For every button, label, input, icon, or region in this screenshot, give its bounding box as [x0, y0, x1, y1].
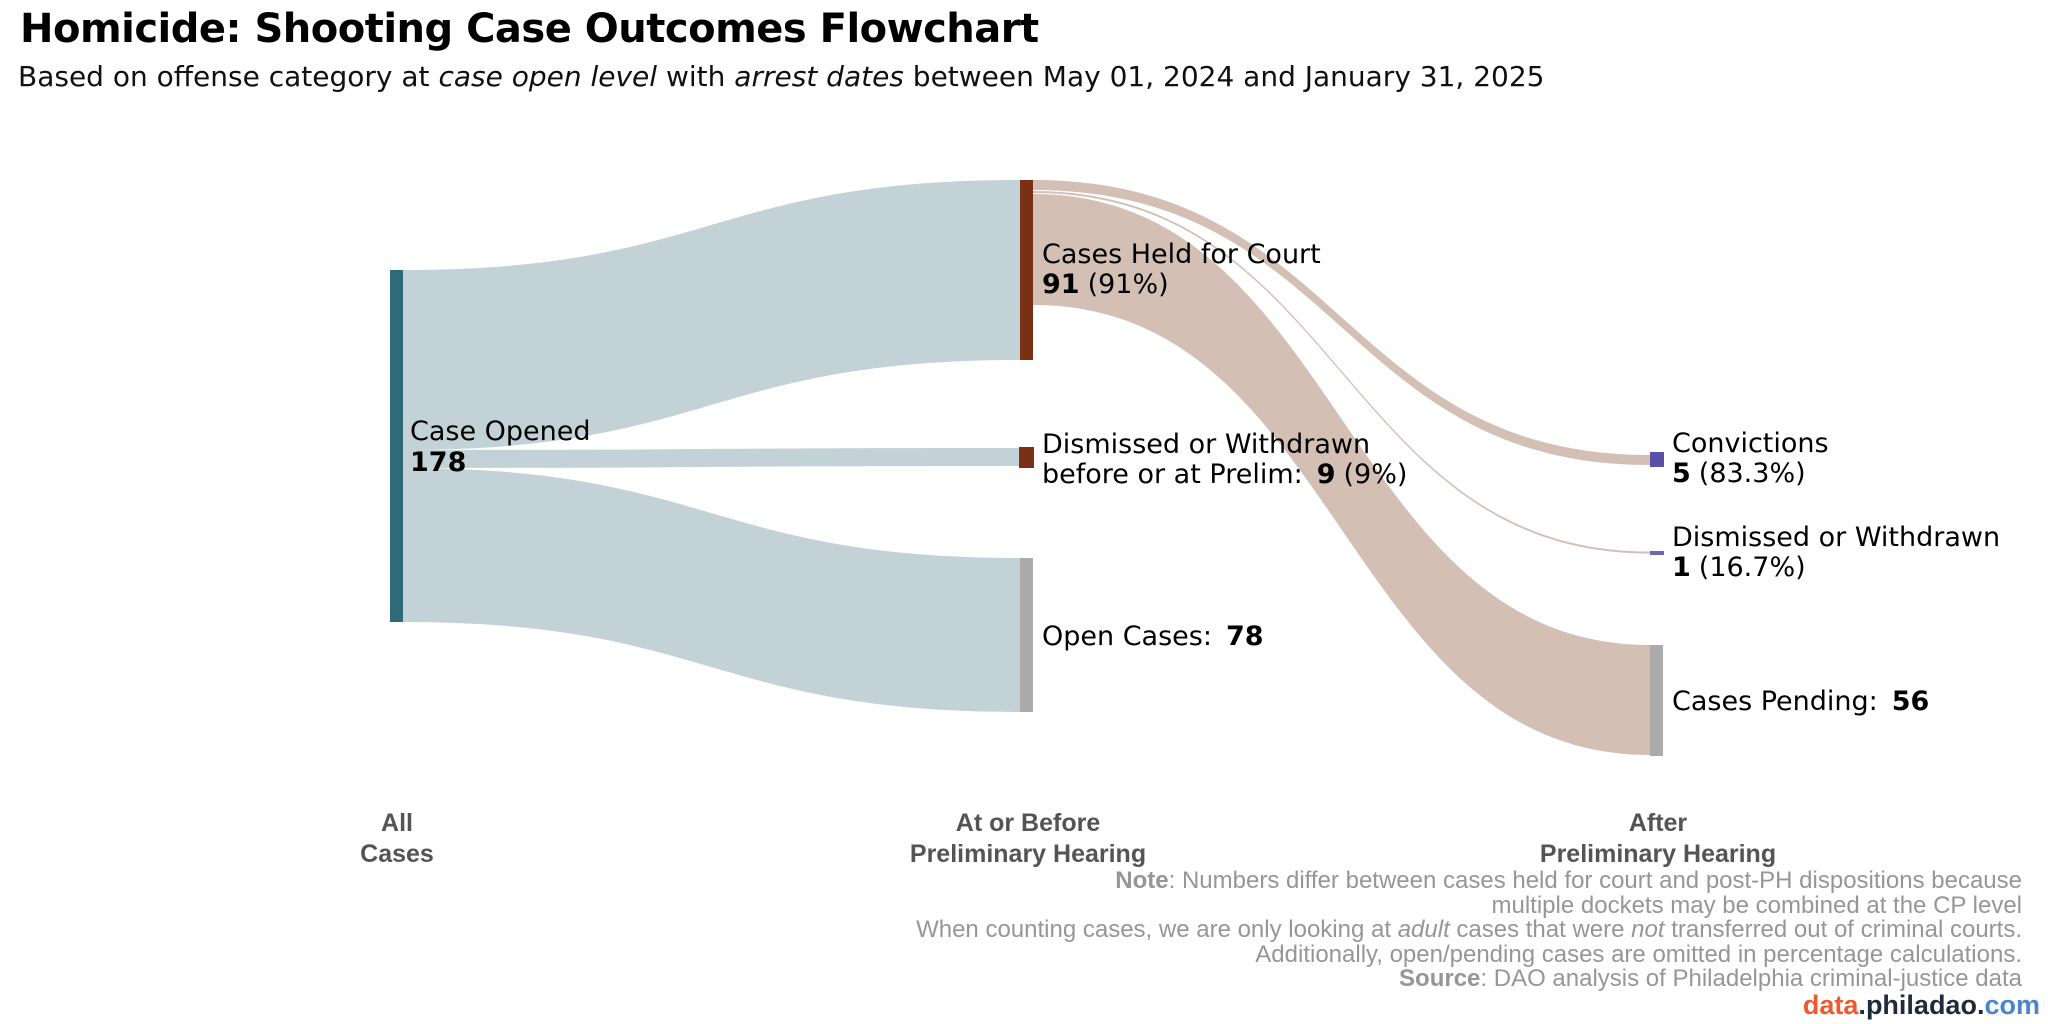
value-dismissed-after: 1(16.7%): [1672, 552, 1806, 583]
node-held-for-court: [1020, 180, 1033, 360]
node-dismissed-prelim: [1019, 447, 1034, 468]
footnote-source: Source: DAO analysis of Philadelphia cri…: [1399, 965, 2022, 992]
node-case-opened: [390, 270, 403, 622]
node-dismissed-after: [1650, 551, 1664, 555]
node-convictions: [1650, 452, 1664, 467]
label-dismissed-after: Dismissed or Withdrawn: [1672, 522, 2000, 553]
stage-label-before-line1: At or Before: [956, 809, 1101, 837]
value-held-for-court: 91(91%): [1042, 269, 1169, 300]
philadao-brand: data.philadao.com: [1802, 990, 2040, 1020]
flow-case-opened-to-open-cases: [403, 468, 1020, 712]
value-case-opened: 178: [410, 447, 466, 478]
page-title: Homicide: Shooting Case Outcomes Flowcha…: [20, 6, 1039, 52]
brand-philadao: philadao: [1865, 990, 1977, 1020]
footnotes: Note: Numbers differ between cases held …: [916, 867, 2023, 992]
stage-label-after-line1: After: [1629, 809, 1688, 837]
flow-held-to-convictions: [1033, 180, 1650, 465]
footnote-line-2: multiple dockets may be combined at the …: [1491, 891, 2023, 919]
stage-label-all-line2: Cases: [360, 840, 434, 868]
footnote-line-1: Note: Numbers differ between cases held …: [1115, 867, 2022, 894]
footnote-line-3: When counting cases, we are only looking…: [916, 916, 2022, 943]
flow-case-opened-to-dismissed-prelim: [403, 448, 1020, 468]
brand-data: data: [1802, 990, 1859, 1020]
stage-label-all-line1: All: [381, 809, 413, 837]
label-dismissed-prelim-line2: before or at Prelim:9(9%): [1042, 459, 1407, 490]
label-convictions: Convictions: [1672, 428, 1829, 459]
label-held-for-court: Cases Held for Court: [1042, 239, 1321, 270]
label-open-cases: Open Cases:78: [1042, 621, 1264, 652]
source-label: Source: [1399, 965, 1481, 992]
flow-case-opened-to-held-for-court: [403, 180, 1020, 450]
flow-held-to-cases-pending: [1033, 194, 1650, 755]
flow-held-to-dismissed-after: [1033, 191, 1650, 554]
footnote-line-4: Additionally, open/pending cases are omi…: [1255, 940, 2022, 968]
stage-label-before-line2: Preliminary Hearing: [910, 840, 1146, 868]
label-case-opened: Case Opened: [410, 416, 591, 447]
note-label: Note: [1115, 867, 1169, 894]
brand-com: com: [1984, 990, 2040, 1020]
label-cases-pending: Cases Pending:56: [1672, 686, 1929, 717]
label-dismissed-prelim-line1: Dismissed or Withdrawn: [1042, 429, 1370, 460]
subtitle-italic-arrest-dates: arrest dates: [734, 60, 904, 93]
subtitle-text: Based on offense category at: [18, 60, 439, 93]
page-subtitle: Based on offense category at case open l…: [18, 60, 1545, 93]
node-open-cases: [1020, 558, 1033, 712]
stage-label-after-line2: Preliminary Hearing: [1540, 840, 1776, 868]
value-convictions: 5(83.3%): [1672, 458, 1806, 489]
node-cases-pending: [1650, 645, 1663, 756]
subtitle-italic-case-open-level: case open level: [438, 60, 658, 93]
